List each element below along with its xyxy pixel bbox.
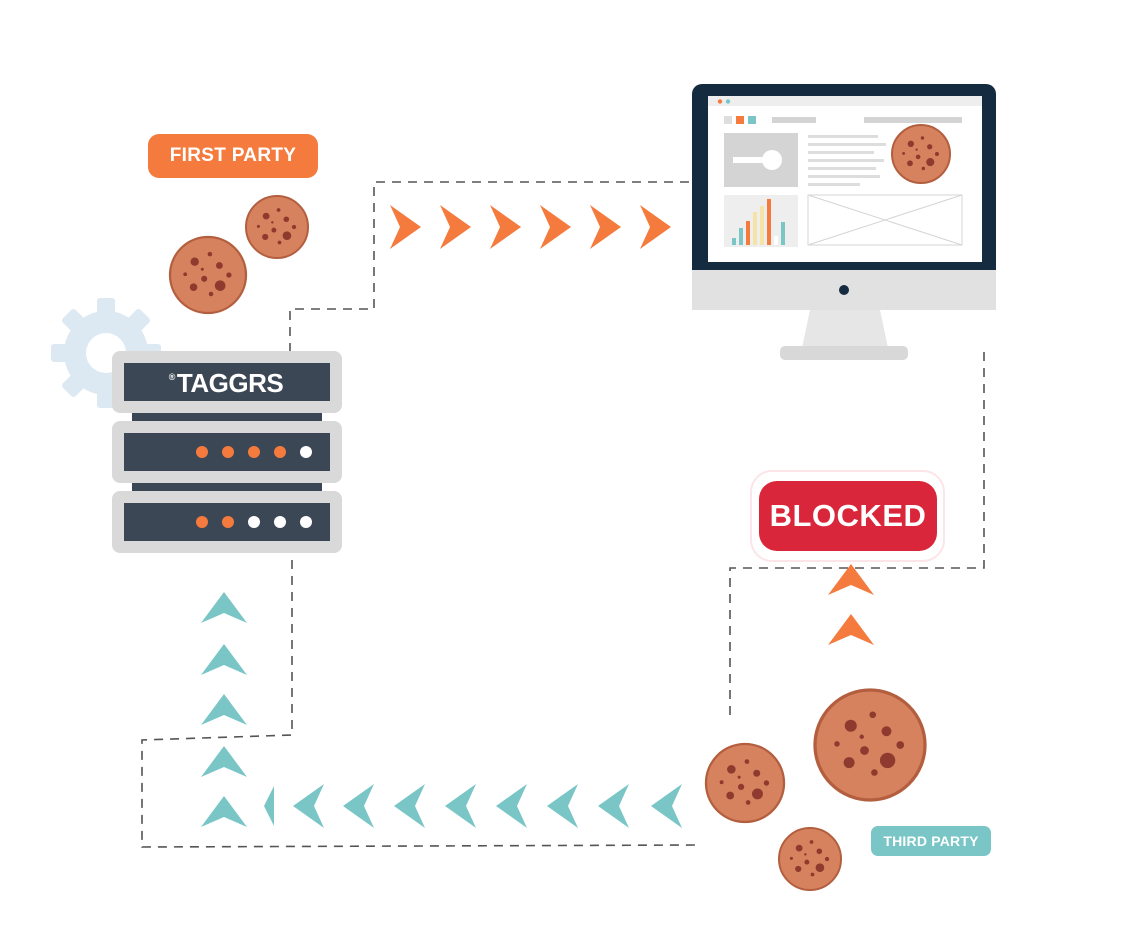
screen-content-placeholder xyxy=(807,194,963,246)
chevron-right-icon xyxy=(540,205,571,249)
flow-paths xyxy=(141,181,985,848)
server-led xyxy=(222,516,234,528)
server-led xyxy=(274,516,286,528)
server-led xyxy=(222,446,234,458)
server-leds-lower xyxy=(196,516,312,528)
cookie-icon xyxy=(245,195,309,259)
cookie-icon xyxy=(891,124,951,184)
chevron-up-icon xyxy=(828,564,874,595)
server-led xyxy=(300,446,312,458)
chevron-left-icon xyxy=(343,784,374,828)
server-led xyxy=(196,446,208,458)
server-led xyxy=(300,516,312,528)
monitor-icon xyxy=(692,84,996,360)
chevron-right-icon xyxy=(490,205,521,249)
server-led xyxy=(248,446,260,458)
server-brand-logo: ®TAGGRS xyxy=(126,366,326,400)
chevron-up-icon xyxy=(201,746,247,777)
chevron-up-icon xyxy=(201,592,247,623)
chevrons xyxy=(201,205,874,828)
trademark-mark: ® xyxy=(168,372,176,382)
chevron-left-icon xyxy=(598,784,629,828)
chevron-left-icon xyxy=(293,784,324,828)
chevron-up-icon xyxy=(201,796,247,827)
third-party-path xyxy=(141,560,699,848)
chevron-right-icon xyxy=(440,205,471,249)
server-leds-upper xyxy=(196,446,312,458)
first-party-label: FIRST PARTY xyxy=(148,134,318,178)
server-led xyxy=(274,446,286,458)
server-led xyxy=(248,516,260,528)
chevron-left-icon xyxy=(496,784,527,828)
chevron-left-icon xyxy=(445,784,476,828)
chevron-left-icon xyxy=(547,784,578,828)
cookie-icon xyxy=(704,742,786,824)
monitor-power-dot xyxy=(839,285,849,295)
bar-chart-icon xyxy=(724,195,798,247)
cookie-icon xyxy=(813,688,927,802)
chevron-up-icon xyxy=(201,644,247,675)
chevron-left-icon xyxy=(394,784,425,828)
cookie-icon xyxy=(778,827,842,891)
third-party-label: THIRD PARTY xyxy=(871,826,991,856)
blocked-badge: BLOCKED xyxy=(759,481,937,551)
chevron-left-icon xyxy=(651,784,682,828)
server-brand-text: TAGGRS xyxy=(176,367,284,398)
chevron-right-icon xyxy=(640,205,671,249)
cookie-icon xyxy=(168,235,248,315)
chevron-left-icon xyxy=(264,786,274,826)
chevron-right-icon xyxy=(590,205,621,249)
blocked-path xyxy=(729,345,985,715)
chevron-up-icon xyxy=(201,694,247,725)
cookies xyxy=(168,124,951,891)
chevron-up-icon xyxy=(828,614,874,645)
first-party-path xyxy=(289,181,690,352)
server-led xyxy=(196,516,208,528)
chevron-right-icon xyxy=(390,205,421,249)
server-icon xyxy=(112,351,342,553)
